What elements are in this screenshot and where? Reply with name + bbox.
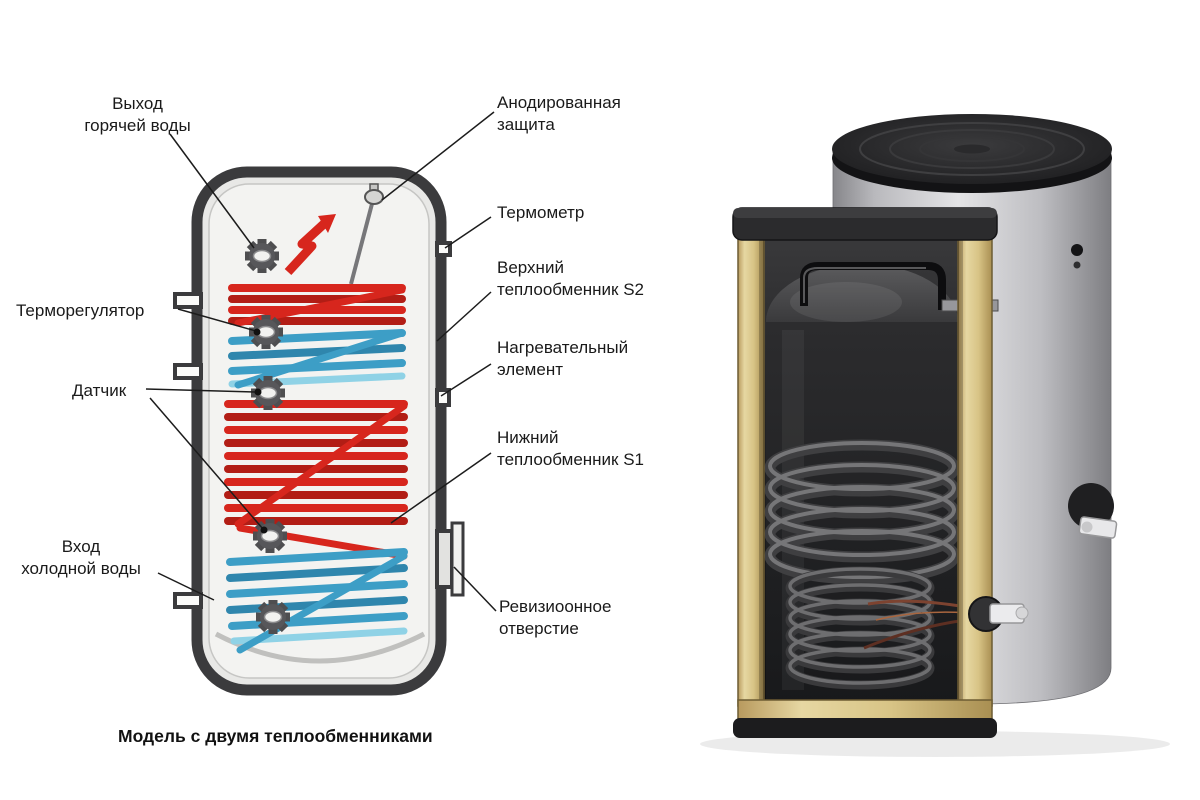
label-cold-water-inlet: Вход холодной воды xyxy=(21,537,141,579)
label-thermometer: Термометр xyxy=(497,203,585,222)
hot-flow-arrow xyxy=(284,214,336,276)
schematic-tank xyxy=(173,166,465,696)
port-thermometer xyxy=(435,241,452,257)
label-revision-opening: Ревизиоонное отверстие xyxy=(499,597,612,639)
label-lower-heat-exchanger: Нижний теплообменник S1 xyxy=(497,428,645,470)
sensor-port xyxy=(1071,244,1083,269)
anode-rod xyxy=(349,183,384,285)
label-upper-heat-exchanger: Верхний теплообменник S2 xyxy=(497,258,645,300)
port-left-middle xyxy=(173,363,203,380)
boiler-photo xyxy=(700,114,1170,757)
label-sensor: Датчик xyxy=(72,381,127,400)
label-thermoregulator: Терморегулятор xyxy=(16,301,145,320)
label-anode-protection: Анодированная защита xyxy=(497,93,621,135)
figure-caption: Модель с двумя теплообменниками xyxy=(118,726,433,746)
wood-wall-right xyxy=(957,235,993,707)
port-heating-element xyxy=(435,388,451,407)
port-left-upper xyxy=(173,292,203,309)
port-cold-inlet xyxy=(173,592,203,609)
flange-hot-outlet xyxy=(245,239,279,273)
leader-lines xyxy=(145,111,497,612)
revision-flange xyxy=(435,529,454,589)
flange-plug xyxy=(968,596,1029,632)
coil-middle xyxy=(764,439,960,585)
label-heating-element: Нагревательный элемент xyxy=(497,338,629,380)
label-hot-water-outlet: Выход горячей воды xyxy=(84,94,191,136)
side-flange xyxy=(1068,483,1118,539)
flange-cold-inlet xyxy=(256,600,290,634)
wood-wall-left xyxy=(737,235,765,707)
coil-lower xyxy=(785,566,935,690)
leader-dots xyxy=(253,328,268,534)
